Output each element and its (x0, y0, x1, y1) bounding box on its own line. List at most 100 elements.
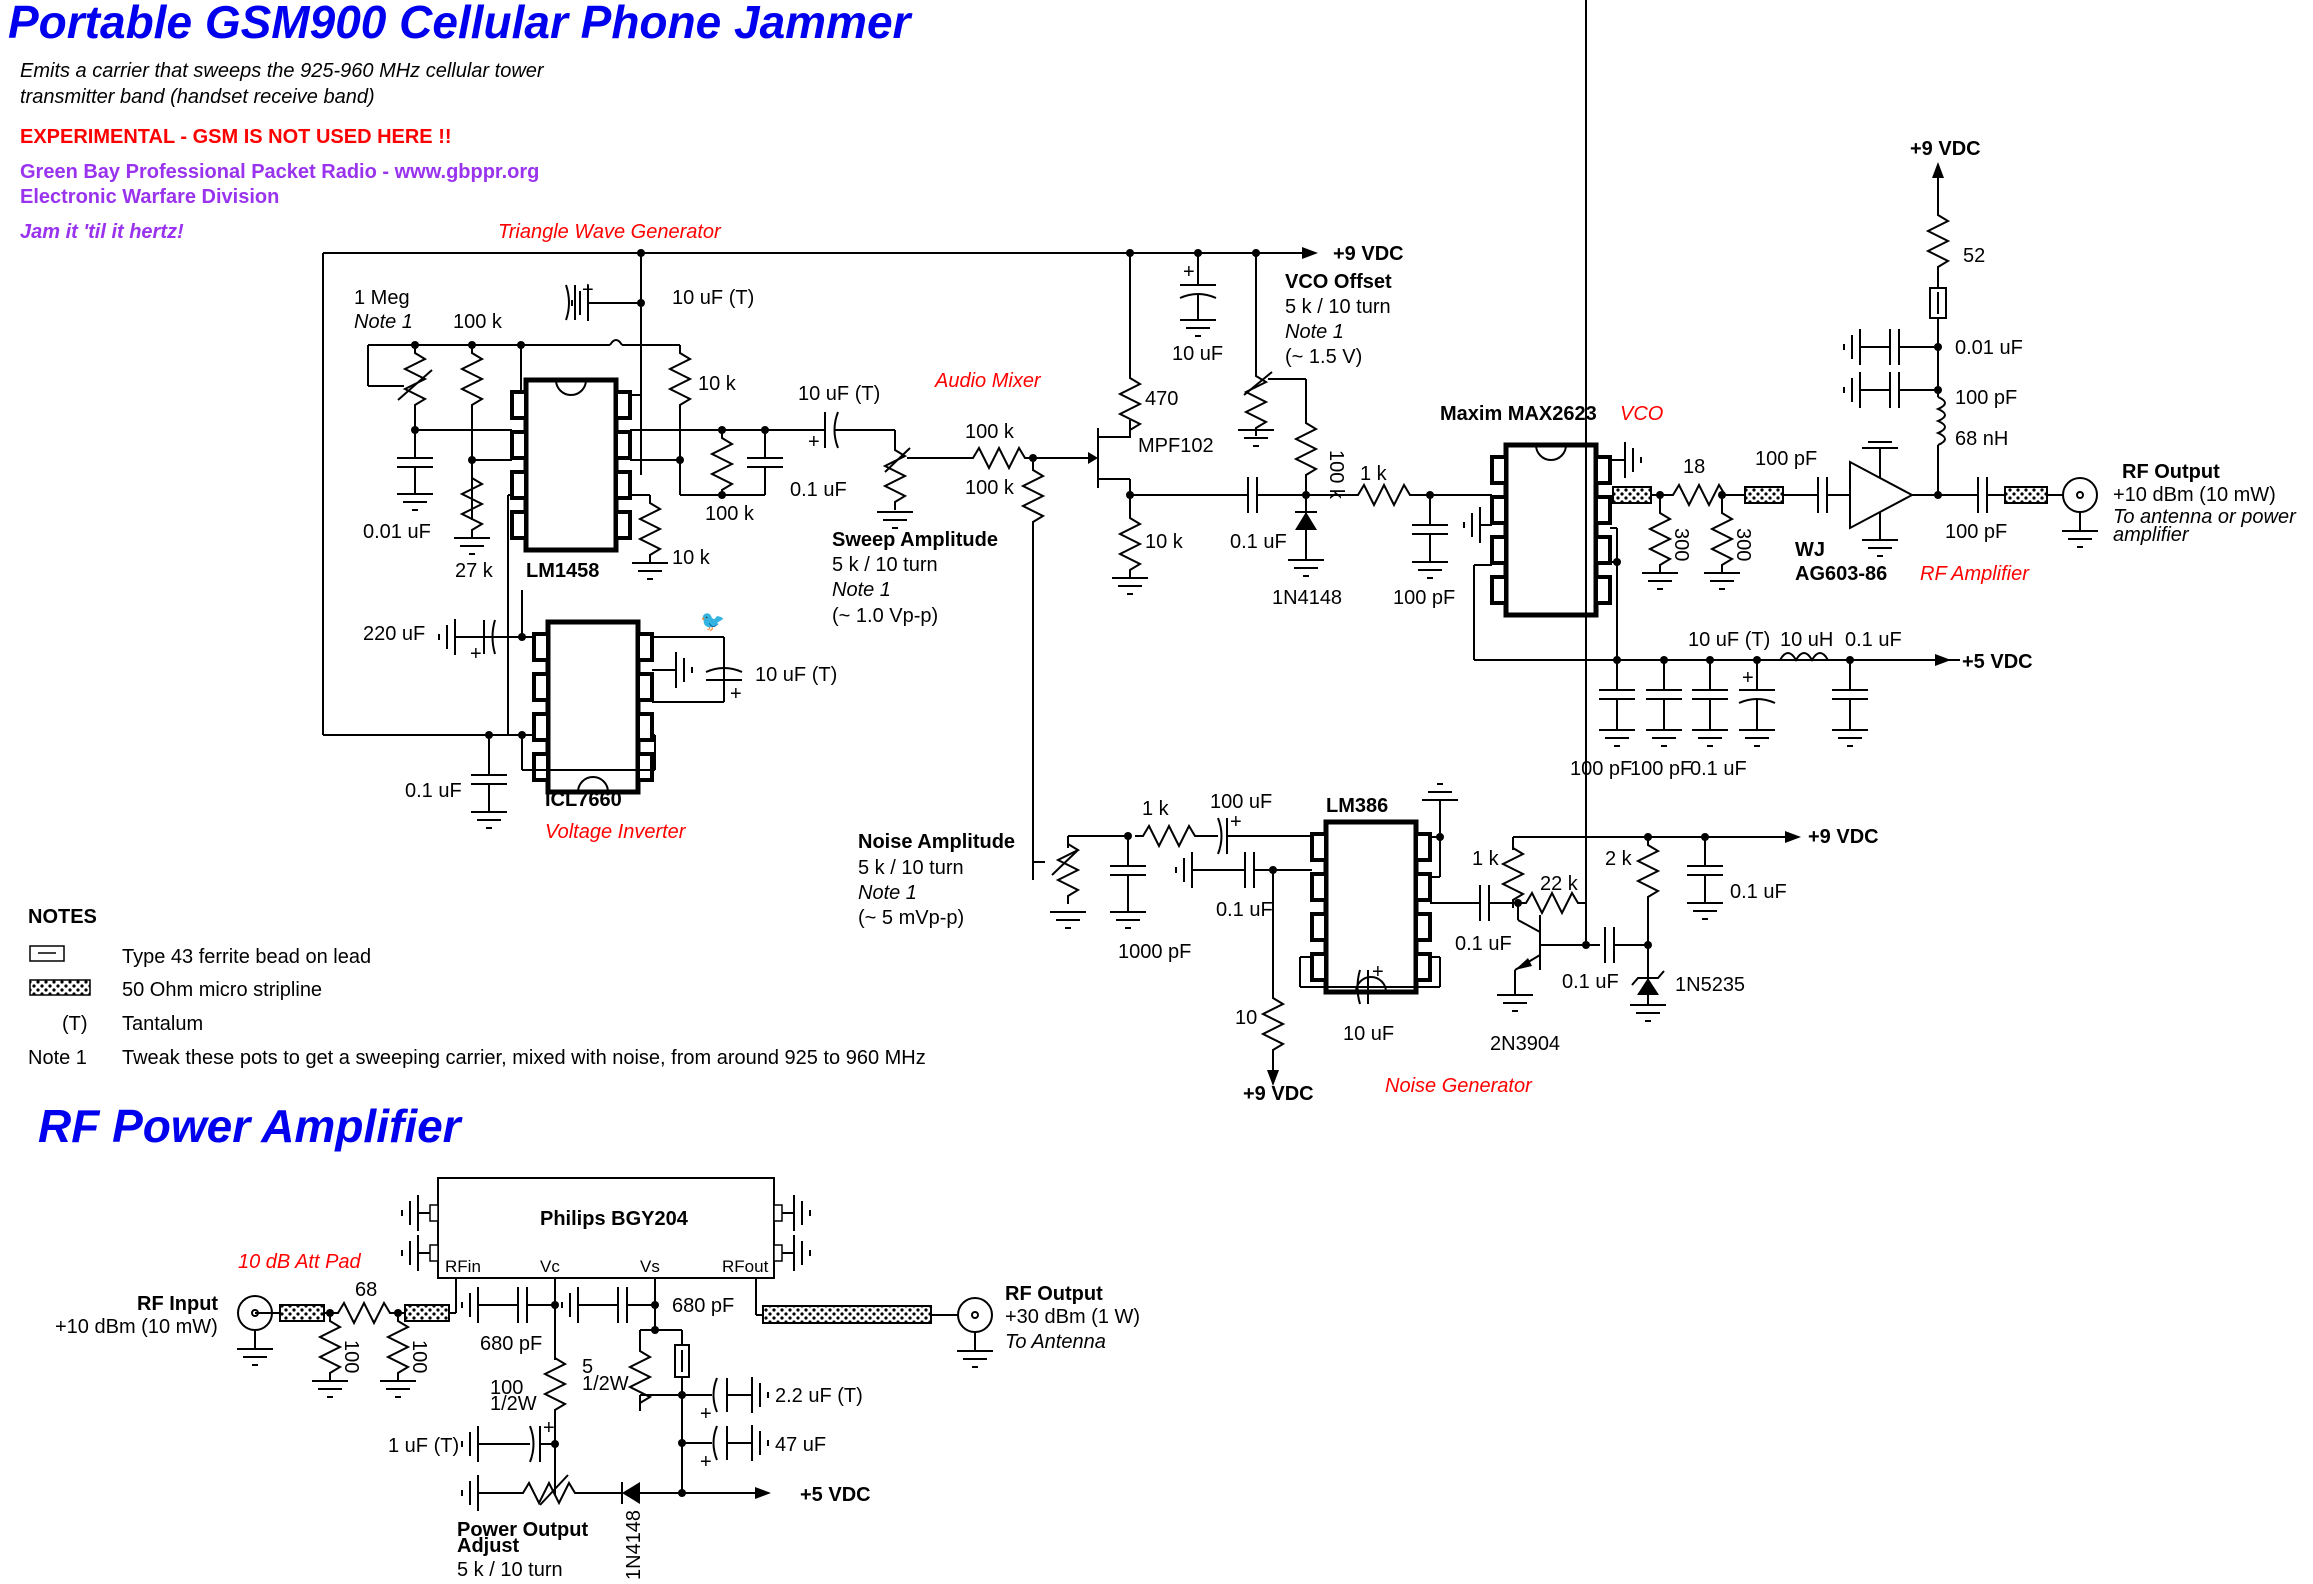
section-label-mixer: Audio Mixer (934, 370, 1042, 392)
pa-c-s1-label: 2.2 uF (T) (775, 1385, 863, 1407)
l-amp-choke-label: 68 nH (1955, 428, 2008, 450)
note-item-label: Type 43 ferrite bead on lead (122, 946, 371, 968)
note-item-key: Note 1 (28, 1047, 87, 1069)
plus-sign: + (1230, 811, 1242, 833)
zener-icon (1637, 978, 1659, 995)
arrow-icon (1088, 452, 1098, 464)
pa-r-series-label: 68 (355, 1279, 377, 1301)
stripline-icon (762, 1305, 932, 1324)
c-b4-label: 10 uF (T) (1688, 629, 1770, 651)
pa-supply-label: +5 VDC (800, 1484, 871, 1506)
noise-amp-spec: 5 k / 10 turn (858, 857, 964, 879)
c-couple-label: 0.1 uF (1230, 531, 1287, 553)
pin-rfout-label: RFout (722, 1257, 769, 1276)
section-label-triangle: Triangle Wave Generator (498, 221, 722, 243)
pa-c-s2-label: 47 uF (775, 1434, 826, 1456)
r-series-label: 100 k (965, 421, 1015, 443)
c-out-noise-label: 0.1 uF (1455, 933, 1512, 955)
c-rail-label: 0.1 uF (1730, 881, 1787, 903)
section-label-att-pad: 10 dB Att Pad (238, 1251, 362, 1273)
plus-sign: + (700, 1403, 712, 1425)
sweep-note: Note 1 (832, 579, 891, 601)
pa-out-title: RF Output (1005, 1283, 1103, 1305)
org-line-2: Electronic Warfare Division (20, 186, 279, 208)
plus-sign: + (700, 1451, 712, 1473)
pa-r-vs-line1: 5 (582, 1356, 593, 1378)
rf-input-connector-icon (237, 1295, 273, 1350)
diode-label: 1N4148 (1272, 587, 1342, 609)
c-gain-label: 10 uF (1343, 1023, 1394, 1045)
pa-adj-line2: Adjust (457, 1535, 520, 1557)
stripline-icon (279, 1304, 325, 1322)
c-amp-out-label: 100 pF (1945, 521, 2007, 543)
r-drain-label: 470 (1145, 388, 1178, 410)
pa-out-power: +30 dBm (1 W) (1005, 1306, 1140, 1328)
transistor-label: 2N3904 (1490, 1033, 1560, 1055)
c-filter-label: 1000 pF (1118, 941, 1191, 963)
warning-text: EXPERIMENTAL - GSM IS NOT USED HERE !! (20, 126, 452, 148)
pa-c-vs-label: 680 pF (672, 1295, 734, 1317)
plus-sign: + (1372, 961, 1384, 983)
r-pad-shunt2-label: 300 (1732, 528, 1754, 561)
c-zener-label: 0.1 uF (1562, 971, 1619, 993)
description-line-1: Emits a carrier that sweeps the 925-960 … (20, 60, 545, 82)
slogan: Jam it 'til it hertz! (20, 221, 184, 243)
arrow-icon (1302, 247, 1318, 259)
section-label-vco: VCO (1620, 403, 1663, 425)
pin-vs-label: Vs (640, 1257, 660, 1276)
r-source-label: 10 k (1145, 531, 1184, 553)
r-supply-label: 10 (1235, 1007, 1257, 1029)
stripline-icon (2004, 486, 2048, 504)
vco-offset-title: VCO Offset (1285, 271, 1392, 293)
c-timing-label: 0.01 uF (363, 521, 431, 543)
pa-r-shunt1-label: 100 (340, 1340, 362, 1373)
pa-out-note: To Antenna (1005, 1331, 1106, 1353)
noise-amp-level: (~ 5 mVp-p) (858, 907, 964, 929)
section-title-power-amp: RF Power Amplifier (38, 1100, 463, 1152)
plus-sign: + (470, 643, 482, 665)
stripline-icon (404, 1304, 450, 1322)
r-pad-series-label: 18 (1683, 456, 1705, 478)
page-title: Portable GSM900 Cellular Phone Jammer (8, 0, 913, 48)
ic-lm1458-label: LM1458 (526, 560, 599, 582)
notes-heading: NOTES (28, 906, 97, 928)
pa-r-shunt2-label: 100 (408, 1340, 430, 1373)
plus-sign: + (543, 1417, 555, 1439)
c-in-inverter-label: 220 uF (363, 623, 425, 645)
vco-offset-spec: 5 k / 10 turn (1285, 296, 1391, 318)
pa-adj-line1: Power Output (457, 1519, 588, 1541)
stripline-icon (1744, 486, 1784, 504)
r-bias-label: 100 k (1325, 450, 1347, 500)
section-label-rf-amp: RF Amplifier (1920, 563, 2030, 585)
rail-5vdc-label: +5 VDC (1962, 651, 2033, 673)
plus-sign: + (582, 279, 594, 301)
arrow-icon (1932, 162, 1944, 178)
description-line-2: transmitter band (handset receive band) (20, 86, 375, 108)
amplifier-icon (1849, 460, 1915, 530)
c-bulk-label: 10 uF (1172, 343, 1223, 365)
pot-value-label: 1 Meg (354, 287, 410, 309)
zener-label: 1N5235 (1675, 974, 1745, 996)
pin-vc-label: Vc (540, 1257, 560, 1276)
r-amp-bias-label: 52 (1963, 245, 1985, 267)
pa-output-connector-icon (957, 1297, 993, 1352)
arrow-icon (1785, 831, 1801, 843)
amp-part-line1: WJ (1795, 539, 1825, 561)
pa-r-vc-line2: 1/2W (490, 1393, 537, 1415)
l-choke-label: 10 uH (1780, 629, 1833, 651)
noise-amp-title: Noise Amplitude (858, 831, 1015, 853)
bgy204-module (437, 1177, 775, 1279)
c-pump-label: 10 uF (T) (755, 664, 837, 686)
rf-amp-supply-label: +9 VDC (1910, 138, 1981, 160)
r-zener-label: 2 k (1605, 848, 1633, 870)
module-ground-tabs (401, 1194, 811, 1272)
diode-icon (622, 1482, 640, 1504)
pa-diode-label: 1N4148 (623, 1510, 645, 1580)
r-div-label: 27 k (455, 560, 494, 582)
pot-note-label: Note 1 (354, 311, 413, 333)
r-par-label: 100 k (705, 503, 755, 525)
pa-module-label: Philips BGY204 (540, 1208, 689, 1230)
c-b3-label: 0.1 uF (1690, 758, 1747, 780)
rf-output-title: RF Output (2122, 461, 2220, 483)
